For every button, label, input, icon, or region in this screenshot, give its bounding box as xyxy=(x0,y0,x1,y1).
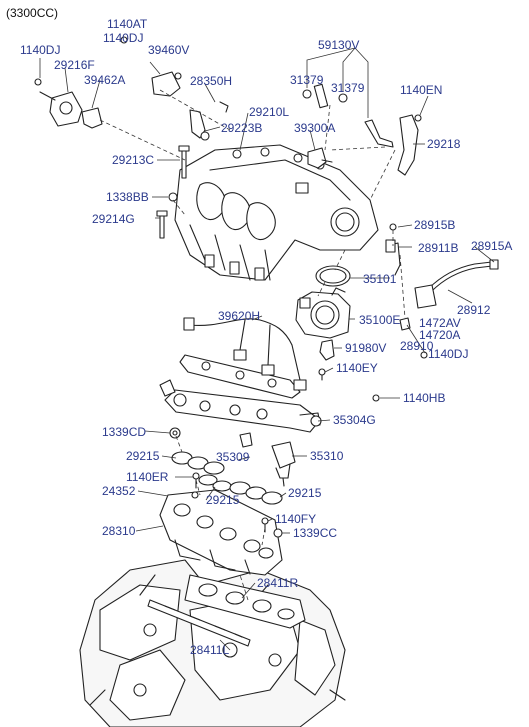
part-label-39460v: 39460V xyxy=(148,43,190,57)
engine-variant-title: (3300CC) xyxy=(6,6,59,20)
part-label-28915a: 28915A xyxy=(471,239,513,253)
part-label-35304g: 35304G xyxy=(333,413,376,427)
part-label-29215-a: 29215 xyxy=(126,449,160,463)
part-label-28411l: 28411L xyxy=(190,643,230,657)
part-label-29218: 29218 xyxy=(427,137,461,151)
throttle-gasket-drawing xyxy=(315,265,351,287)
actuator-29216f-drawing xyxy=(34,78,83,127)
part-label-35100e: 35100E xyxy=(359,313,401,327)
part-label-35309: 35309 xyxy=(216,450,250,464)
part-label-28911b: 28911B xyxy=(418,241,459,255)
bolt-29213c-drawing xyxy=(178,145,190,179)
fasteners-drawing xyxy=(156,192,428,538)
lower-gasket-right-drawing xyxy=(184,574,306,629)
part-label-39462a: 39462A xyxy=(84,73,126,87)
bracket-29218-drawing xyxy=(397,114,422,176)
part-label-28915b: 28915B xyxy=(414,218,456,232)
part-label-1338bb: 1338BB xyxy=(106,190,149,204)
part-label-1140er: 1140ER xyxy=(126,470,169,484)
part-label-1140at: 1140AT xyxy=(107,17,148,31)
vent-hose-drawing xyxy=(385,239,499,331)
part-label-28912: 28912 xyxy=(457,303,491,317)
part-label-29214g: 29214G xyxy=(92,212,135,226)
part-label-28910: 28910 xyxy=(400,339,434,353)
wiring-harness-drawing xyxy=(183,317,307,391)
bracket-39462a-drawing xyxy=(81,107,103,129)
part-label-29223b: 29223B xyxy=(221,121,263,135)
part-label-1140dj-right: 1140DJ xyxy=(428,347,469,361)
sensor-39300a-drawing xyxy=(307,147,333,169)
part-label-39300a: 39300A xyxy=(294,121,336,135)
injectors-drawing xyxy=(239,432,296,487)
part-label-91980v: 91980V xyxy=(345,341,387,355)
part-label-29210l: 29210L xyxy=(249,105,290,119)
part-label-1140dj-left: 1140DJ xyxy=(20,43,61,57)
part-label-35310: 35310 xyxy=(310,449,344,463)
part-label-1339cc: 1339CC xyxy=(293,526,338,540)
part-label-31379-a: 31379 xyxy=(290,73,324,87)
part-label-29213c: 29213C xyxy=(112,153,155,167)
part-label-14720a: 14720A xyxy=(419,328,461,342)
part-label-24352: 24352 xyxy=(102,484,136,498)
lower-gasket-left-drawing xyxy=(147,599,251,647)
part-label-28411r: 28411R xyxy=(257,576,299,590)
part-label-1140hb: 1140HB xyxy=(403,391,446,405)
part-label-29215-c: 29215 xyxy=(288,486,322,500)
part-label-28350h: 28350H xyxy=(190,74,233,88)
lower-intake-manifold-drawing xyxy=(159,489,283,576)
part-label-29216f: 29216F xyxy=(54,58,95,72)
dashed-ghost-lines xyxy=(99,89,406,601)
part-label-1140en: 1140EN xyxy=(400,83,443,97)
throttle-body-drawing xyxy=(295,287,351,339)
part-label-1140fy: 1140FY xyxy=(275,512,317,526)
part-label-1472av: 1472AV xyxy=(419,316,461,330)
solenoid-39460v-drawing xyxy=(120,36,182,97)
part-label-31379-b: 31379 xyxy=(331,81,365,95)
part-label-1339cd: 1339CD xyxy=(102,425,147,439)
hose-59130v-drawing xyxy=(302,83,394,148)
part-label-1140dj-top: 1140DJ xyxy=(103,31,144,45)
fuel-rail-drawing xyxy=(159,354,322,433)
part-label-59130v: 59130V xyxy=(318,38,360,52)
leader-lines xyxy=(39,37,495,651)
part-label-1140ey: 1140EY xyxy=(336,361,378,375)
part-label-28310: 28310 xyxy=(102,524,136,538)
hose-28350h-drawing xyxy=(189,101,229,141)
bracket-91980v-drawing xyxy=(318,339,335,381)
part-label-39620h: 39620H xyxy=(218,309,261,323)
part-label-35101: 35101 xyxy=(363,272,397,286)
upper-intake-manifold-drawing xyxy=(174,144,379,281)
part-label-29215-b: 29215 xyxy=(206,493,240,507)
